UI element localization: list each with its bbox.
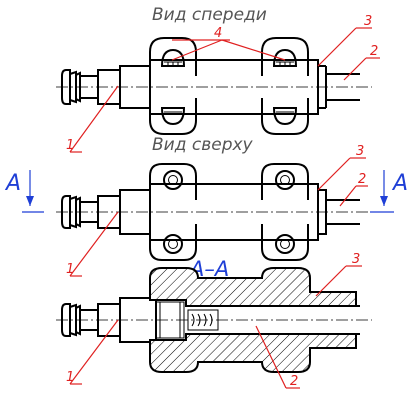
top-callout-3: 3	[356, 144, 364, 159]
front-callout-1: 1	[66, 138, 74, 153]
coupling-body-front	[149, 37, 327, 135]
cut-letter-right: A	[391, 171, 408, 196]
cut-plane-marker-right: A	[370, 170, 408, 213]
front-leader-1	[69, 85, 119, 153]
front-leader-2	[343, 57, 367, 81]
front-leader-3	[317, 27, 357, 67]
section-leader-3	[315, 265, 347, 297]
front-callout-3: 3	[364, 14, 372, 29]
section-leader-1	[69, 319, 119, 385]
front-view-title: Вид спереди	[152, 5, 267, 25]
section-leader-2	[255, 325, 287, 389]
section-callout-2: 2	[290, 374, 298, 389]
front-callout-2: 2	[370, 44, 378, 59]
top-leader-1	[69, 211, 119, 277]
pipe-part-2-front	[326, 73, 360, 101]
top-callout-2: 2	[358, 172, 366, 187]
front-view: Вид спереди	[56, 5, 380, 153]
top-view: Вид сверху	[4, 135, 408, 277]
cut-plane-marker-left: A	[4, 170, 44, 213]
top-leader-3	[317, 157, 351, 191]
top-view-title: Вид сверху	[152, 135, 254, 155]
top-callout-1: 1	[66, 262, 74, 277]
pipe-part-2-section	[218, 305, 360, 335]
section-callout-3: 3	[352, 252, 360, 267]
pipe-part-2-top	[326, 199, 360, 225]
section-view: A–A 1 2	[56, 252, 372, 389]
section-callout-1: 1	[66, 370, 74, 385]
front-callout-4: 4	[214, 26, 222, 41]
coupling-body-section	[149, 267, 357, 373]
cut-letter-left: A	[4, 171, 21, 196]
top-leader-2	[339, 185, 357, 207]
